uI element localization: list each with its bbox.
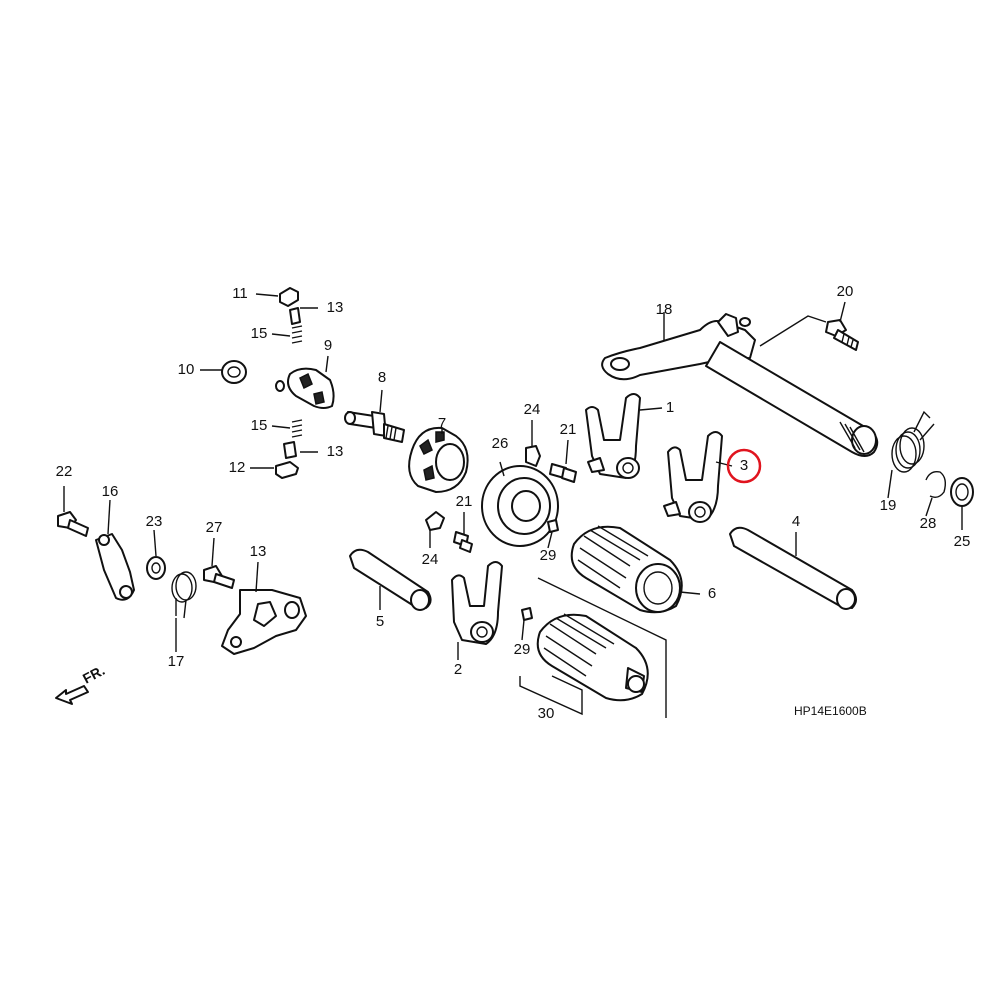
part-3-shift-fork[interactable] bbox=[663, 431, 723, 523]
callout-9[interactable]: 9 bbox=[324, 337, 332, 354]
part-29-dowel-pin-upper[interactable] bbox=[547, 519, 559, 533]
part-15-spring-bottom[interactable] bbox=[291, 419, 303, 438]
part-19-return-spring[interactable] bbox=[891, 410, 935, 473]
callout-28[interactable]: 28 bbox=[920, 515, 937, 532]
part-5-fork-shaft[interactable] bbox=[349, 548, 432, 611]
diagram-code: HP14E1600B bbox=[794, 704, 867, 718]
part-4-fork-shaft[interactable] bbox=[729, 526, 857, 610]
callout-17[interactable]: 17 bbox=[168, 653, 185, 670]
part-16-stopper-arm[interactable] bbox=[95, 533, 135, 601]
part-29-dowel-pin-lower[interactable] bbox=[521, 607, 533, 621]
part-7-drum-cam[interactable] bbox=[408, 426, 469, 493]
part-18-gearshift-spindle[interactable] bbox=[601, 313, 879, 457]
part-21-bolt-lower[interactable] bbox=[453, 531, 473, 553]
callout-10[interactable]: 10 bbox=[178, 361, 195, 378]
callout-16[interactable]: 16 bbox=[102, 483, 119, 500]
part-23-washer[interactable] bbox=[146, 556, 166, 580]
part-27-bolt[interactable] bbox=[203, 565, 235, 589]
callout-24-lower[interactable]: 24 bbox=[422, 551, 439, 568]
callout-21-upper[interactable]: 21 bbox=[560, 421, 577, 438]
part-13-spring-top[interactable] bbox=[289, 307, 301, 325]
part-11-cap[interactable] bbox=[279, 287, 299, 307]
part-24-stopper-upper[interactable] bbox=[525, 445, 541, 467]
callout-20[interactable]: 20 bbox=[837, 283, 854, 300]
callout-3[interactable]: 3 bbox=[740, 457, 748, 474]
part-30-shift-drum-assembly[interactable] bbox=[536, 613, 649, 702]
part-12-cap[interactable] bbox=[275, 461, 299, 479]
callout-15-top[interactable]: 15 bbox=[251, 325, 268, 342]
part-2-shift-fork[interactable] bbox=[451, 561, 503, 645]
callout-18[interactable]: 18 bbox=[656, 301, 673, 318]
callout-13-bottom[interactable]: 13 bbox=[327, 443, 344, 460]
callout-23[interactable]: 23 bbox=[146, 513, 163, 530]
part-1-shift-fork[interactable] bbox=[585, 393, 641, 479]
callout-22[interactable]: 22 bbox=[56, 463, 73, 480]
callout-6[interactable]: 6 bbox=[708, 585, 716, 602]
callout-12[interactable]: 12 bbox=[229, 459, 246, 476]
callout-29-upper[interactable]: 29 bbox=[540, 547, 557, 564]
callout-11[interactable]: 11 bbox=[232, 285, 248, 302]
part-6-shift-drum[interactable] bbox=[570, 525, 683, 614]
callout-8[interactable]: 8 bbox=[378, 369, 386, 386]
callout-21-lower[interactable]: 21 bbox=[456, 493, 473, 510]
part-14-guide-plate[interactable] bbox=[221, 589, 307, 655]
front-direction-arrow: FR. bbox=[55, 662, 107, 705]
callout-13-top[interactable]: 13 bbox=[327, 299, 344, 316]
callout-25[interactable]: 25 bbox=[954, 533, 971, 550]
part-24-stopper-lower[interactable] bbox=[425, 511, 445, 531]
callout-1[interactable]: 1 bbox=[666, 399, 674, 416]
front-label: FR. bbox=[80, 662, 107, 687]
part-10-collar[interactable] bbox=[221, 360, 247, 384]
callout-14[interactable]: 13 bbox=[250, 543, 267, 560]
part-21-bolt-upper[interactable] bbox=[549, 463, 577, 483]
part-13-spring-bottom[interactable] bbox=[283, 441, 297, 459]
callout-26[interactable]: 26 bbox=[492, 435, 509, 452]
part-20-bolt[interactable] bbox=[825, 319, 859, 351]
callout-24-upper[interactable]: 24 bbox=[524, 401, 541, 418]
part-15-spring-top[interactable] bbox=[291, 325, 303, 344]
callout-7[interactable]: 7 bbox=[438, 415, 446, 432]
callout-labels: 11 13 15 9 10 8 7 15 13 12 18 20 1 24 21… bbox=[56, 283, 971, 722]
part-28-circlip[interactable] bbox=[925, 470, 947, 499]
part-8-drum-center-bolt[interactable] bbox=[344, 411, 405, 443]
callout-2[interactable]: 2 bbox=[454, 661, 462, 678]
callout-29-lower[interactable]: 29 bbox=[514, 641, 531, 658]
callout-5[interactable]: 5 bbox=[376, 613, 384, 630]
callout-4[interactable]: 4 bbox=[792, 513, 800, 530]
highlight-ring bbox=[726, 448, 762, 484]
callout-15-bottom[interactable]: 15 bbox=[251, 417, 268, 434]
part-26-bearing[interactable] bbox=[481, 465, 559, 547]
callout-30[interactable]: 30 bbox=[538, 705, 555, 722]
leader-lines bbox=[63, 293, 963, 716]
callout-19[interactable]: 19 bbox=[880, 497, 897, 514]
part-17-spring[interactable] bbox=[171, 571, 197, 619]
part-22-bolt[interactable] bbox=[57, 511, 89, 537]
part-25-washer[interactable] bbox=[950, 477, 974, 507]
callout-27[interactable]: 27 bbox=[206, 519, 223, 536]
part-9-stopper-plate[interactable] bbox=[275, 367, 335, 409]
